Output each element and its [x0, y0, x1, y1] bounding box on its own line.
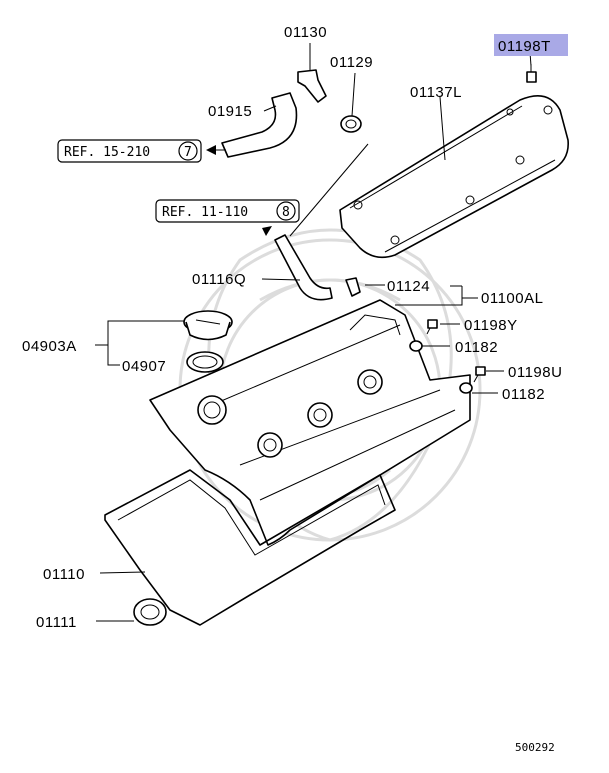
reference-circle-number: 7 [184, 145, 192, 160]
hose-01915-part [221, 92, 298, 158]
bolt-01198u-part [473, 366, 486, 383]
fitting-01130-part [297, 69, 327, 103]
leader-lines [95, 43, 532, 622]
hose-01116q-part [274, 234, 333, 301]
label-01111: 01111 [36, 614, 77, 631]
cylinder-head-part [149, 299, 471, 546]
gasket-part [104, 469, 396, 626]
label-01129: 01129 [330, 54, 373, 71]
oring-part [186, 351, 224, 373]
reference-text: REF. 15-210 [64, 145, 150, 160]
reference-text: REF. 11-110 [162, 205, 248, 220]
washer-01182b-part [459, 382, 473, 394]
highlight-01198t [494, 34, 568, 56]
bolt-01198t-part [526, 64, 537, 83]
label-04907: 04907 [122, 358, 166, 375]
grommet-01129-part [340, 115, 362, 133]
seal-01111-part [133, 598, 167, 626]
label-01130: 01130 [284, 24, 327, 41]
label-01110: 01110 [43, 566, 85, 583]
valve-cover-part [339, 94, 569, 259]
figure-number: 500292 [515, 741, 555, 754]
reference-circle-number: 8 [282, 205, 290, 220]
reference-box-11-110[interactable]: REF. 11-110 8 [155, 199, 300, 223]
label-04903a: 04903A [22, 338, 77, 355]
label-01137l: 01137L [410, 84, 462, 101]
arrow-ref1-icon [206, 145, 216, 155]
label-01198y: 01198Y [464, 317, 518, 334]
oil-cap-part [183, 310, 233, 341]
label-01124: 01124 [387, 278, 430, 295]
fitting-01124-part [345, 277, 361, 297]
label-01915: 01915 [208, 103, 252, 120]
arrow-ref2-icon [262, 226, 272, 236]
bolt-01198y-part [426, 319, 438, 335]
label-01198u: 01198U [508, 364, 562, 381]
label-01116q: 01116Q [192, 271, 246, 288]
label-01198t: 01198T [498, 38, 551, 55]
washer-01182a-part [409, 340, 423, 352]
label-01182-lower: 01182 [502, 386, 545, 403]
label-01100al: 01100AL [481, 290, 543, 307]
reference-box-15-210[interactable]: REF. 15-210 7 [57, 139, 202, 163]
label-01182-upper: 01182 [455, 339, 498, 356]
